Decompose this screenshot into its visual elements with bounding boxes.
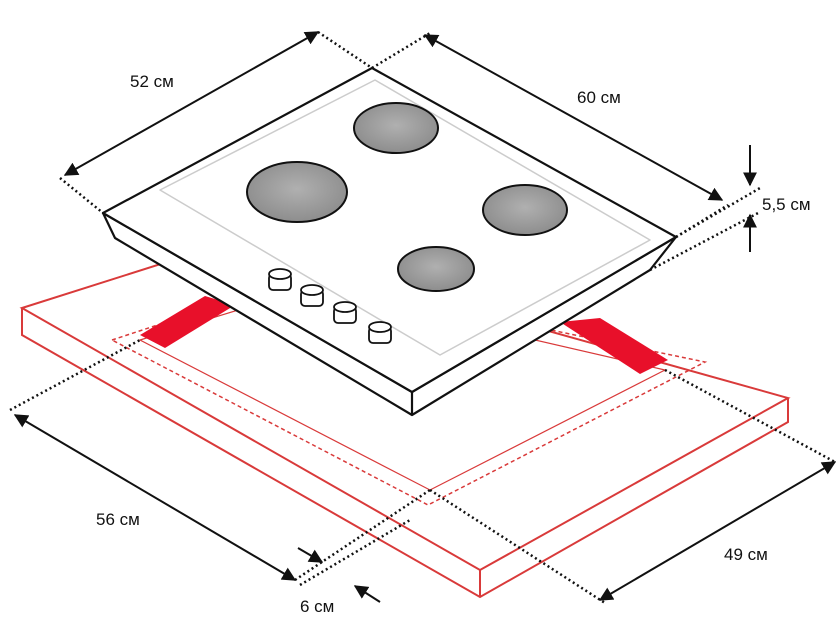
label-cutout-depth: 49 см [724, 545, 768, 564]
extension-lines [9, 30, 836, 605]
cutout-outline [110, 277, 708, 506]
dimension-lines [13, 31, 837, 603]
label-offset: 6 см [300, 597, 335, 616]
cutout-marker-left [140, 296, 235, 348]
label-hob-height: 5,5 см [762, 195, 811, 214]
label-cutout-width: 56 см [96, 510, 140, 529]
cutout-marker-right [560, 318, 668, 374]
burner-back [353, 102, 439, 154]
burners [246, 102, 568, 292]
control-knobs [268, 268, 392, 344]
burner-right [482, 184, 568, 236]
label-hob-depth: 52 см [130, 72, 174, 91]
burner-left [246, 161, 348, 223]
label-hob-width: 60 см [577, 88, 621, 107]
burner-front [397, 246, 475, 292]
